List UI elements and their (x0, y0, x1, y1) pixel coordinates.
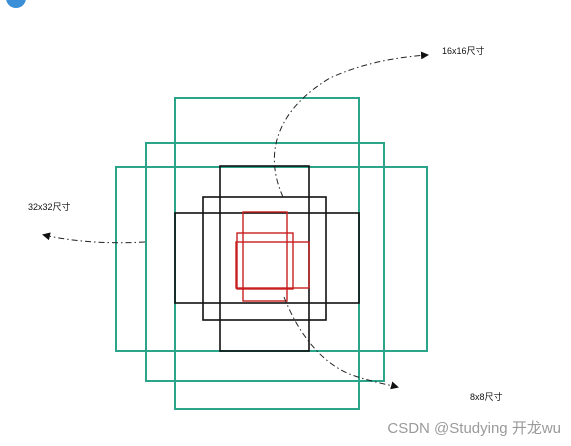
black-box-wide (174, 212, 360, 304)
teal-box-wide (115, 166, 428, 352)
arrow-16x16 (273, 51, 429, 198)
label-16x16: 16x16尺寸 (442, 46, 485, 56)
teal-box-square (145, 142, 385, 382)
corner-badge-icon (6, 0, 26, 8)
arrow-8x8 (283, 296, 399, 390)
red-box-group (235, 211, 310, 302)
black-box-square (202, 196, 327, 321)
leader-arrows (42, 51, 429, 390)
watermark: CSDN @Studying 开龙wu (387, 420, 561, 437)
black-box-group (174, 165, 360, 352)
arrow-32x32 (42, 232, 146, 244)
black-box-tall (219, 165, 310, 352)
red-box-square (236, 232, 294, 290)
red-box-wide (235, 241, 310, 289)
label-8x8: 8x8尺寸 (470, 392, 503, 402)
label-32x32: 32x32尺寸 (28, 202, 71, 212)
red-box-tall (242, 211, 288, 302)
teal-box-group (115, 97, 428, 410)
